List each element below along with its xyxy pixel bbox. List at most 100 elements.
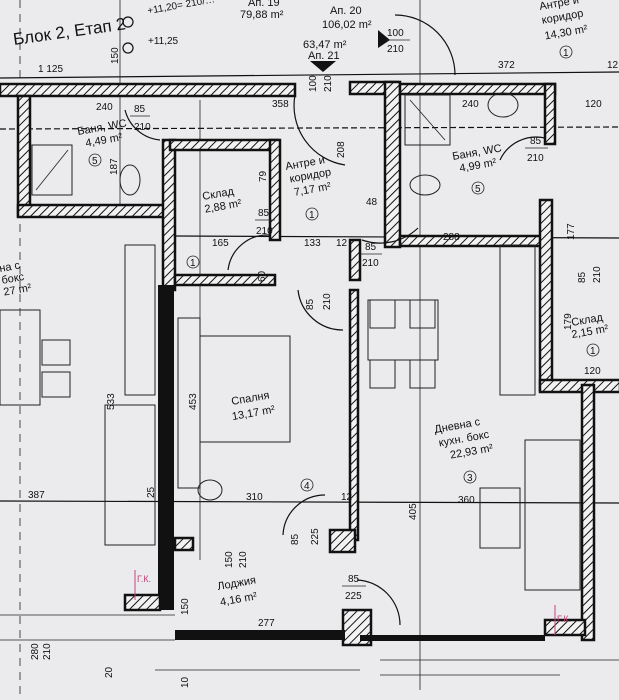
sofa-left xyxy=(104,404,156,546)
dimension: 240 xyxy=(462,99,479,110)
door-swing xyxy=(394,14,456,76)
door-swing xyxy=(361,227,419,244)
door-height: 210 xyxy=(362,258,379,269)
door-swing xyxy=(293,94,346,166)
room-number-badge xyxy=(186,255,200,269)
dimension: 79 xyxy=(258,170,269,182)
room-hall-center: Антре и коридор 7,17 m² xyxy=(284,154,332,199)
room-name: Лоджия xyxy=(216,574,257,593)
dimension: 133 xyxy=(304,238,321,249)
door-width: 100 xyxy=(387,28,404,39)
door-width: 85 xyxy=(290,533,301,545)
dimension: 1 125 xyxy=(38,64,63,75)
dimension-labels: 1 125 372 12 358 240 240 120 150 187 208… xyxy=(28,47,619,688)
toilet-left xyxy=(119,164,141,196)
dimension: 12 xyxy=(607,60,619,71)
dimension: 208 xyxy=(336,141,347,158)
door-width: 85 xyxy=(348,574,360,585)
room-number: 4 xyxy=(304,481,310,492)
door-labels: 100 210 100 210 85 210 85 210 85 210 85 … xyxy=(130,28,603,602)
coffee-table xyxy=(479,487,521,549)
window-width: 150 xyxy=(224,551,235,568)
door-width: 85 xyxy=(365,242,377,253)
entrance-marker-icon xyxy=(310,61,336,72)
dimension: 165 xyxy=(212,238,229,249)
room-number: 3 xyxy=(467,473,473,484)
dimension: 48 xyxy=(366,197,378,208)
dimension: 533 xyxy=(106,393,117,410)
room-bedroom: Спалня 13,17 m² xyxy=(230,389,276,423)
dimension: 210 xyxy=(42,643,53,660)
door-width: 85 xyxy=(577,271,588,283)
room-area: 4,16 m² xyxy=(219,590,258,608)
dimension: 277 xyxy=(258,618,275,629)
dimension: 280 xyxy=(30,643,41,660)
dimension: 387 xyxy=(28,490,45,501)
door-swing xyxy=(499,136,546,161)
door-height: 210 xyxy=(527,153,544,164)
dimension: 177 xyxy=(566,223,577,240)
room-number-badge xyxy=(300,478,314,492)
room-number-badge xyxy=(586,343,600,357)
door-height: 210 xyxy=(134,122,151,133)
door-swing xyxy=(227,234,271,271)
dimension: 150 xyxy=(110,47,121,64)
dimension: 288 xyxy=(443,232,460,243)
door-height: 210 xyxy=(387,44,404,55)
dimension: 150 xyxy=(180,598,191,615)
room-number-badge xyxy=(559,45,573,59)
dining-table xyxy=(367,299,439,361)
annotation-gk: Г.К. xyxy=(557,614,571,624)
room-number: 1 xyxy=(563,48,569,59)
room-living-left: на с бокс 27 m² xyxy=(0,259,33,299)
shower-left xyxy=(31,144,73,196)
door-height: 210 xyxy=(592,266,603,283)
dimension: 12 xyxy=(336,238,348,249)
dimension: 372 xyxy=(498,60,515,71)
kitchen-counter xyxy=(499,244,536,396)
dimension: 453 xyxy=(188,393,199,410)
walls xyxy=(0,80,619,647)
room-number-badge xyxy=(88,153,102,167)
dimension: 240 xyxy=(96,102,113,113)
dimension: 12 xyxy=(341,492,353,503)
dimension: 358 xyxy=(272,99,289,110)
plant xyxy=(197,479,223,501)
door-width: 85 xyxy=(530,136,542,147)
annotation-gk: Г.К. xyxy=(137,574,151,584)
door-width: 85 xyxy=(134,104,146,115)
room-number-badge xyxy=(471,181,485,195)
room-number: 1 xyxy=(309,210,315,221)
toilet-right xyxy=(409,174,441,196)
room-name: Склад xyxy=(201,186,235,203)
furniture xyxy=(0,92,581,591)
door-swing xyxy=(297,289,344,331)
room-storage-center: Склад 2,88 m² xyxy=(201,186,242,216)
dimension: 310 xyxy=(246,492,263,503)
room-bath-right: Баня, WC 4,99 m² xyxy=(451,142,502,174)
apartment-area: 63,47 m² xyxy=(303,39,347,51)
dimension: 179 xyxy=(563,313,574,330)
door-width: 100 xyxy=(308,75,319,92)
dimension: 10 xyxy=(180,676,191,688)
block-title: Блок 2, Етап 2 xyxy=(12,14,127,49)
dining-table-left xyxy=(0,309,41,406)
sofa xyxy=(524,439,581,591)
dimension: 405 xyxy=(408,503,419,520)
room-storage-right: Склад 2,15 m² xyxy=(570,312,609,342)
room-living: Дневна с кухн. бокс 22,93 m² xyxy=(433,416,494,462)
room-number: 5 xyxy=(475,184,481,195)
dimension: 360 xyxy=(458,495,475,506)
door-height: 225 xyxy=(345,591,362,602)
dimension: 120 xyxy=(584,366,601,377)
apartment-area: 79,88 m² xyxy=(240,9,284,21)
bed xyxy=(199,335,291,443)
room-area: 27 m² xyxy=(3,282,33,299)
dimension: 60 xyxy=(257,270,268,282)
level-marker-icon xyxy=(122,16,134,28)
room-loggia: Лоджия 4,16 m² xyxy=(216,574,258,608)
room-bath-left: Баня, WC 4,49 m² xyxy=(76,117,127,149)
kitchen-left xyxy=(124,244,156,396)
